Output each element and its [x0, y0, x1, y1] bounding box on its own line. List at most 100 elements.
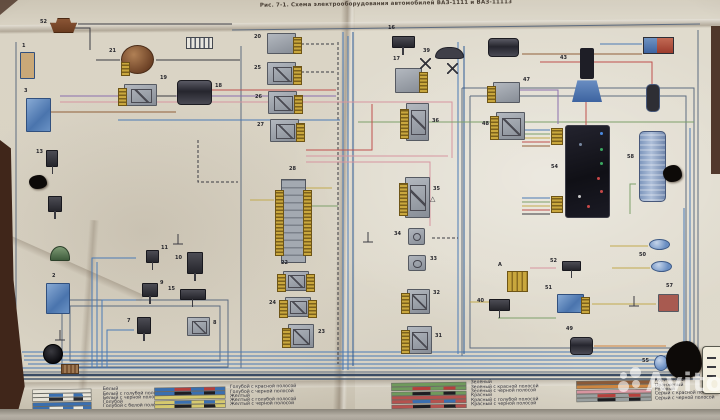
component-36: [400, 103, 429, 141]
component-47: [487, 82, 520, 104]
component-glyph: [413, 259, 422, 268]
component-hole: [663, 165, 682, 182]
component-number: 13: [36, 149, 43, 155]
connector-comb: [282, 327, 291, 349]
component-number: 23: [318, 329, 325, 335]
component-33: [408, 255, 426, 271]
wire: [61, 299, 229, 368]
connector-comb: [306, 274, 315, 292]
component-glyph: [410, 185, 427, 212]
component-glyph: [410, 110, 426, 135]
connector-comb: [401, 293, 410, 314]
component-10: [187, 252, 203, 281]
indicator-dot: [578, 195, 581, 199]
component-number: 40: [477, 298, 484, 304]
component-cyl: [488, 38, 519, 57]
connector-comb: [275, 190, 284, 256]
component-number: 27: [257, 122, 264, 128]
component-48: [490, 112, 525, 140]
connector-comb: [399, 182, 408, 217]
wire: [197, 140, 238, 183]
connector-comb: [419, 72, 428, 93]
component-number: 18: [215, 83, 222, 89]
component-number: 32: [433, 290, 440, 296]
component-glyph: [275, 123, 295, 139]
component-number: 58: [627, 154, 634, 160]
component-8: [187, 317, 210, 336]
component-15: [180, 289, 206, 307]
avito-logo-dot: [630, 367, 641, 378]
component-19: [118, 84, 157, 107]
component-22: [277, 271, 315, 292]
component-52: [562, 261, 581, 278]
ignition-switch-blue: [644, 38, 658, 53]
avito-logo-dot: [618, 381, 629, 392]
sender-body: [580, 48, 594, 80]
component-number: 20: [254, 34, 261, 40]
component-hole: [29, 175, 47, 189]
connector-comb: [487, 85, 496, 104]
component-57: [658, 294, 679, 312]
connector-comb: [118, 87, 127, 107]
component-20: [267, 33, 302, 55]
component-glyph: [191, 321, 207, 334]
component-glyph: [411, 294, 427, 311]
ignition-switch-red: [657, 38, 673, 53]
wire: [101, 299, 136, 368]
component-28: [275, 179, 312, 263]
indicator-dot: [599, 161, 603, 165]
component-number: 34: [394, 231, 401, 237]
component-gauge: [186, 37, 213, 49]
component-comb-v: [121, 62, 130, 76]
component-number: 16: [388, 25, 395, 31]
component-3: [26, 98, 51, 132]
component-26: [268, 91, 303, 115]
component-conn: [61, 364, 79, 374]
component-comb-v: [551, 196, 563, 213]
component-number: 25: [254, 65, 261, 71]
component-glyph: [273, 95, 293, 111]
component-number: 11: [161, 245, 168, 251]
component-number: 55: [642, 358, 649, 364]
component-tri: △: [430, 195, 436, 203]
component-glyph: [293, 328, 311, 345]
legend-swatch: [32, 401, 92, 406]
wire: [540, 61, 653, 84]
component-horn: [43, 344, 63, 364]
component-number: 49: [566, 326, 573, 332]
component-number: 35: [433, 186, 440, 192]
component-43: [572, 48, 602, 102]
legend-swatch: [155, 403, 226, 409]
connector-comb: [581, 297, 590, 314]
component-number: 24: [269, 300, 276, 306]
connector-comb: [293, 65, 302, 86]
component-bulb: [651, 261, 672, 272]
component-49: [570, 337, 593, 355]
component-number: 19: [160, 75, 167, 81]
component-number: 36: [432, 118, 439, 124]
component-glyph: [501, 117, 521, 136]
table-edge-right: [711, 26, 720, 174]
component-32: [401, 289, 430, 314]
component-hole: [666, 341, 702, 379]
avito-logo-dot: [632, 380, 640, 388]
component-number: 28: [289, 166, 296, 172]
component-number: 48: [482, 121, 489, 127]
connector-comb: [293, 36, 302, 55]
legend-label: Желтый с черной полосой: [230, 401, 295, 408]
wire: [629, 183, 636, 214]
component-number: 43: [560, 55, 567, 61]
component-number: 26: [255, 94, 262, 100]
component-21: [121, 45, 154, 74]
component-number: 1: [22, 43, 26, 49]
component-number: 2: [52, 273, 56, 279]
component-51: [557, 294, 590, 314]
component-number: 52: [550, 258, 557, 264]
component-9: [142, 283, 158, 304]
component-glyph: [130, 88, 152, 103]
component-13: [46, 150, 58, 174]
component-11: [146, 250, 159, 270]
component-number: 7: [127, 318, 131, 324]
component-fan: [447, 63, 458, 74]
component-2: [46, 283, 70, 314]
